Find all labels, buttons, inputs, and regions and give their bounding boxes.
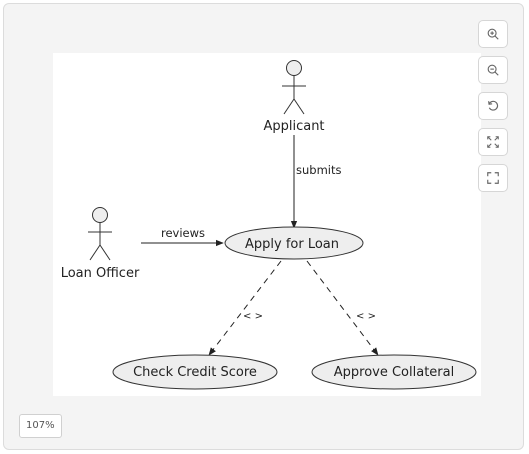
actor-loan-officer-label: Loan Officer [61,266,140,281]
reset-view-button[interactable] [478,92,508,120]
usecase-check-credit-score [112,354,278,390]
zoom-in-button[interactable] [478,20,508,48]
edge-submits-label: submits [296,163,341,177]
edge-include-credit [208,260,282,356]
actor-head [92,207,108,223]
usecase-approve-collateral [311,354,477,390]
zoom-in-icon [487,28,499,40]
usecase-apply-for-loan [224,226,364,260]
zoom-out-icon [487,64,499,76]
fullscreen-icon [487,172,499,184]
actor-applicant-label: Applicant [263,119,324,134]
edge-include-collateral-label: < > [356,311,376,322]
edge-include-credit-label: < > [243,311,263,322]
zoom-out-button[interactable] [478,56,508,84]
usecase-apply-label: Apply for Loan [245,237,339,252]
zoom-level-badge: 107% [19,414,62,438]
fit-view-button[interactable] [478,128,508,156]
use-case-diagram: Applicant Loan Officer submits reviews A… [61,60,477,390]
usecase-collateral-label: Approve Collateral [334,365,454,380]
actor-head [286,60,302,76]
actor-loan-officer [88,207,112,261]
reset-icon [488,100,499,111]
diagram-viewer: Applicant Loan Officer submits reviews A… [3,3,524,450]
diagram-canvas[interactable]: Applicant Loan Officer submits reviews A… [53,53,481,396]
usecase-credit-label: Check Credit Score [133,365,257,380]
edge-include-collateral [306,260,379,356]
edge-reviews-label: reviews [161,226,205,240]
fit-icon [487,136,499,148]
actor-applicant [282,60,306,115]
fullscreen-button[interactable] [478,164,508,192]
